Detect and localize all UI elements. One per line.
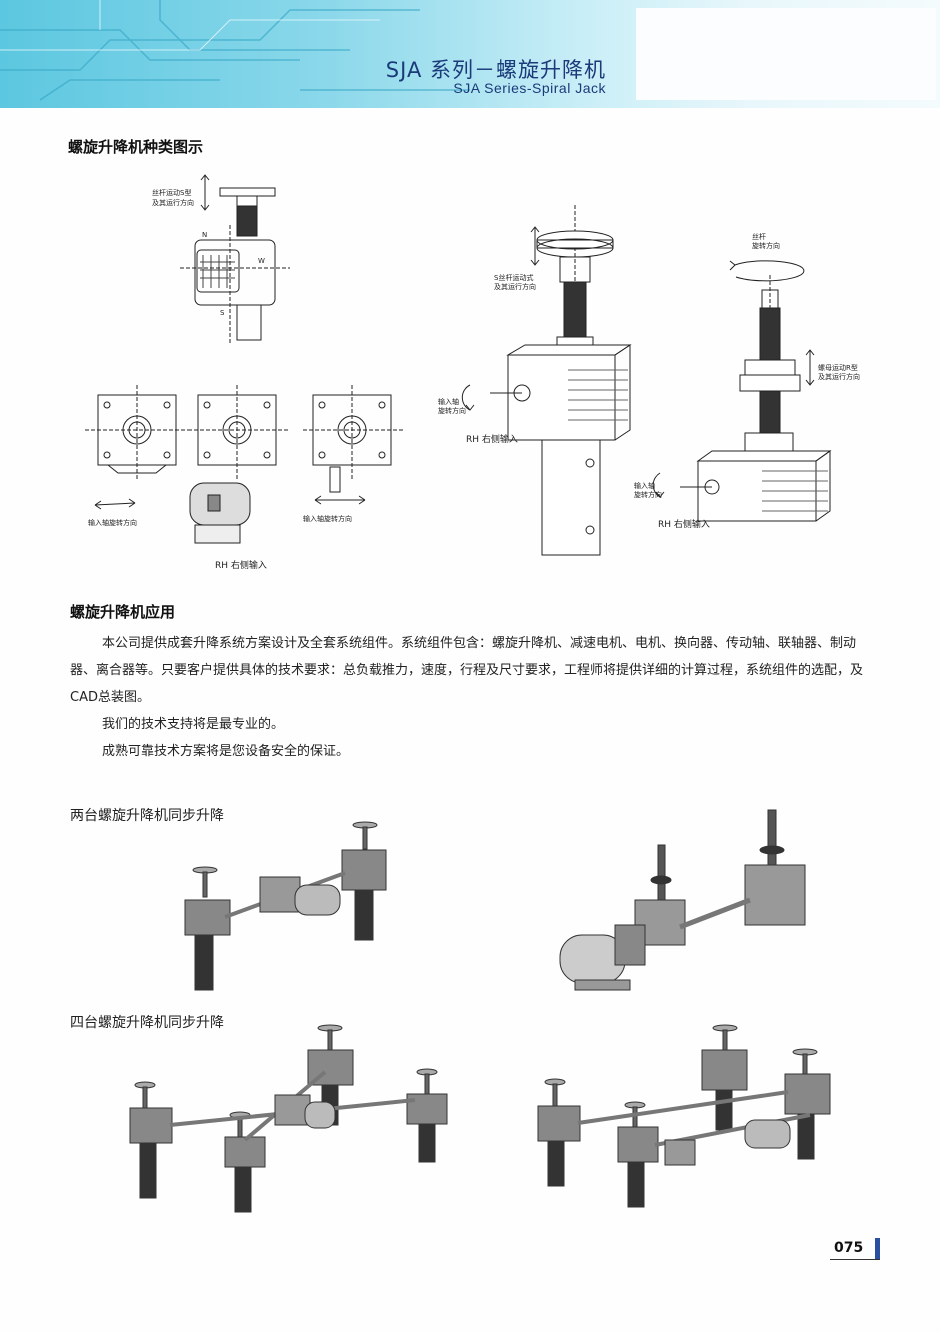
label-rh-2: RH 右侧输入 <box>466 433 518 445</box>
svg-text:S: S <box>220 309 225 315</box>
svg-text:丝杆运动S型: 丝杆运动S型 <box>152 188 191 197</box>
label-input-rot-1b: 旋转方向 <box>438 406 466 415</box>
label-rh-1: RH 右侧输入 <box>215 559 267 571</box>
page-title-zh: SJA 系列－螺旋升降机 <box>385 58 606 82</box>
subheading-four-jacks: 四台螺旋升降机同步升降 <box>70 1015 224 1031</box>
label-nut-type-1: 螺母运动R型 <box>818 363 858 372</box>
label-rh-3: RH 右侧输入 <box>658 518 710 530</box>
label-s-type-b-2: 及其运行方向 <box>494 282 536 291</box>
label-screw-rot-2: 旋转方向 <box>752 241 780 250</box>
r-type-iso-labels: 丝杆 旋转方向 螺母运动R型 及其运行方向 输入轴 旋转方向 RH 右侧输入 <box>634 232 860 530</box>
four-jack-system-left <box>129 1024 448 1213</box>
three-view-labels: 输入轴旋转方向 输入轴旋转方向 RH 右侧输入 <box>88 515 352 571</box>
svg-text:及其运行方向: 及其运行方向 <box>152 198 194 207</box>
banner-blank-panel <box>636 8 936 100</box>
svg-text:N: N <box>202 231 207 239</box>
circuit-pattern <box>0 0 470 101</box>
page-number-rule <box>830 1259 880 1260</box>
label-nut-type-2: 及其运行方向 <box>818 372 860 381</box>
label-input-dir-2: 输入轴旋转方向 <box>303 515 352 523</box>
s-type-iso-labels: S丝杆运动式 及其运行方向 输入轴 旋转方向 RH 右侧输入 <box>438 273 536 445</box>
paragraph-3: 成熟可靠技术方案将是您设备安全的保证。 <box>102 744 350 759</box>
jack-drawing-r-type-iso <box>652 260 832 522</box>
label-input-dir-1: 输入轴旋转方向 <box>88 518 137 527</box>
subheading-two-jacks: 两台螺旋升降机同步升降 <box>70 808 224 824</box>
jack-drawing-s-type-iso <box>461 205 632 556</box>
label-s-type-a-bound: 丝杆运动S型 及其运行方向 <box>150 180 190 220</box>
label-screw-rot-1: 丝杆 <box>752 232 766 241</box>
svg-text:W: W <box>258 257 265 265</box>
page-number: 075 <box>834 1240 864 1256</box>
header-banner: SJA 系列－螺旋升降机 SJA Series-Spiral Jack <box>0 0 940 108</box>
jack-drawing-s-type-top <box>180 174 290 345</box>
label-input-rot-2a: 输入轴 <box>634 481 655 490</box>
label-input-rot-2b: 旋转方向 <box>634 490 662 499</box>
page-title-en: SJA Series-Spiral Jack <box>453 80 606 96</box>
two-jack-system-right <box>559 809 806 991</box>
paragraph-2: 我们的技术支持将是最专业的。 <box>102 717 285 732</box>
section-heading-types: 螺旋升降机种类图示 <box>68 138 204 156</box>
page-number-bar <box>875 1238 880 1260</box>
paragraph-1: 本公司提供成套升降系统方案设计及全套系统组件。系统组件包含：螺旋升降机、减速电机… <box>70 636 864 705</box>
four-jack-system-right <box>537 1024 831 1208</box>
application-description: 本公司提供成套升降系统方案设计及全套系统组件。系统组件包含：螺旋升降机、减速电机… <box>70 630 880 765</box>
label-input-rot-1a: 输入轴 <box>438 397 459 406</box>
compass-letters: N W E S <box>202 231 265 315</box>
label-s-type-b-1: S丝杆运动式 <box>494 273 533 282</box>
page-number-box: 075 <box>830 1238 880 1260</box>
two-jack-system-left <box>184 821 387 991</box>
jack-drawing-three-views <box>85 385 403 544</box>
section-heading-application: 螺旋升降机应用 <box>70 603 176 621</box>
